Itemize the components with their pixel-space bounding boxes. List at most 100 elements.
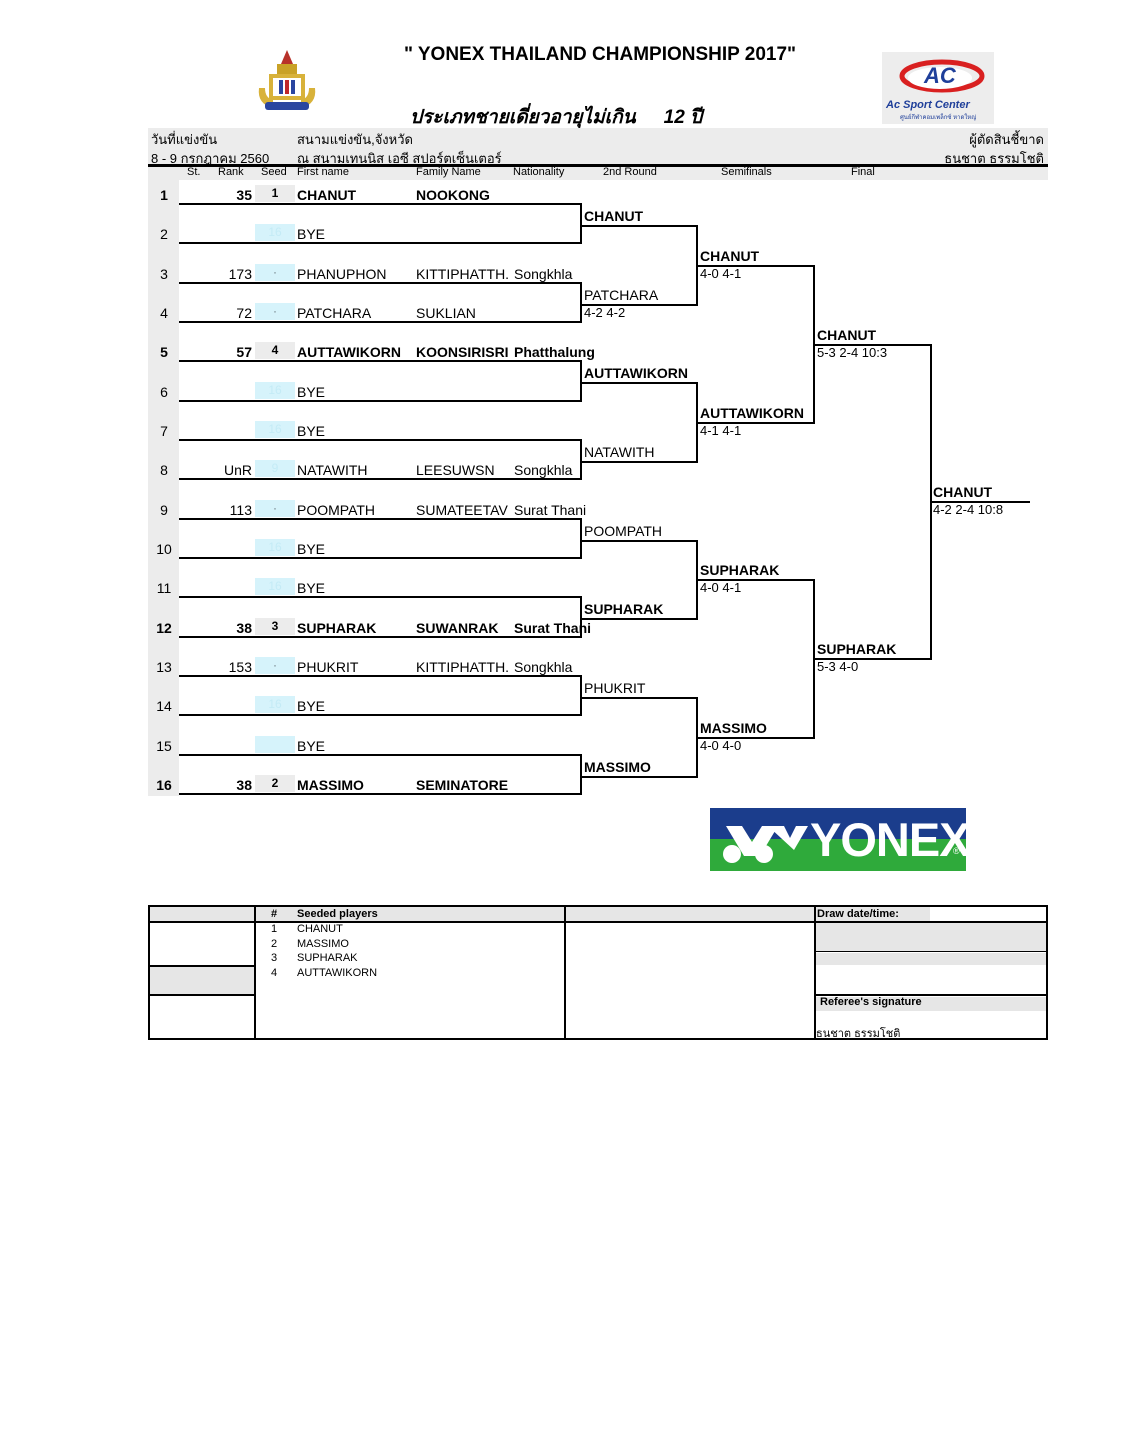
draw-line	[582, 776, 698, 778]
draw-line	[698, 579, 815, 581]
ac-logo-caption: Ac Sport Center	[886, 99, 970, 111]
round2-winner: CHANUT	[584, 208, 644, 224]
draw-line	[582, 618, 698, 620]
player-first-name: CHANUT	[297, 187, 357, 203]
draw-line	[582, 304, 698, 306]
col-header-st: St.	[187, 166, 201, 178]
quarterfinal-winner: AUTTAWIKORN	[700, 405, 804, 421]
player-first-name: BYE	[297, 580, 326, 596]
draw-line	[179, 714, 582, 716]
bracket-connector	[580, 360, 582, 402]
draw-position: 14	[156, 698, 172, 714]
player-seed: 16	[255, 421, 295, 438]
round2-winner: PHUKRIT	[584, 680, 646, 696]
draw-position: 9	[160, 502, 168, 518]
col-header-nationality: Nationality	[513, 166, 565, 178]
referee-signature-name: ธนชาต ธรรมโชติ	[816, 1028, 901, 1040]
player-nationality: Songkhla	[514, 659, 573, 675]
player-family-name: KITTIPHATTH.	[416, 266, 510, 282]
player-seed: 9	[255, 460, 295, 477]
ac-logo-small-text: ศูนย์กีฬาคอมเพล็กซ์ หาดใหญ่	[900, 115, 977, 121]
bracket-connector	[580, 675, 582, 716]
seed-table-title: Seeded players	[297, 908, 378, 920]
player-family-name: NOOKONG	[416, 187, 490, 203]
player-first-name: SUPHARAK	[297, 620, 377, 636]
bracket-connector	[813, 579, 815, 739]
player-family-name: LEESUWSN	[416, 462, 495, 478]
player-first-name: BYE	[297, 384, 326, 400]
draw-position: 11	[156, 580, 172, 596]
round2-winner: POOMPATH	[584, 523, 663, 539]
draw-position: 13	[156, 659, 172, 675]
player-first-name: MASSIMO	[297, 777, 364, 793]
player-nationality: Surat Thani	[514, 502, 587, 518]
champion-name: CHANUT	[933, 484, 993, 500]
draw-line	[179, 360, 582, 362]
player-first-name: PATCHARA	[297, 305, 372, 321]
champion-score: 4-2 2-4 10:8	[933, 502, 1004, 517]
player-rank: 113	[229, 502, 252, 518]
seed-table-hash: #	[271, 908, 278, 920]
col-header-final: Final	[851, 166, 875, 178]
player-rank: 35	[236, 187, 252, 203]
seed-player-name: AUTTAWIKORN	[297, 966, 378, 979]
col-header-rank: Rank	[218, 166, 244, 178]
player-nationality: Phatthalung	[514, 344, 595, 360]
draw-line	[698, 737, 815, 739]
player-seed: 16	[255, 578, 295, 595]
round2-winner: MASSIMO	[584, 759, 651, 775]
draw-line	[179, 282, 582, 284]
semifinal-score: 5-3 2-4 10:3	[817, 345, 888, 360]
round2-winner: AUTTAWIKORN	[584, 365, 688, 381]
quarterfinal-winner: SUPHARAK	[700, 562, 780, 578]
round2-score: 4-2 4-2	[584, 305, 626, 320]
player-rank: 57	[236, 344, 252, 360]
draw-line	[179, 478, 582, 480]
player-nationality: Songkhla	[514, 266, 573, 282]
draw-position: 5	[160, 344, 168, 360]
player-seed: 2	[255, 775, 295, 792]
yonex-logo: YONEX ®	[710, 808, 966, 871]
draw-line	[698, 265, 815, 267]
bracket-connector	[580, 203, 582, 244]
draw-date-label: Draw date/time:	[817, 908, 899, 920]
draw-line	[582, 382, 698, 384]
player-seed: ·	[255, 657, 295, 674]
player-seed	[255, 736, 295, 753]
player-rank: UnR	[223, 462, 252, 478]
player-family-name: SUKLIAN	[416, 305, 476, 321]
tournament-title: " YONEX THAILAND CHAMPIONSHIP 2017"	[403, 44, 797, 65]
seed-player-name: MASSIMO	[297, 937, 349, 950]
draw-line	[179, 675, 582, 677]
player-rank: 153	[228, 659, 252, 675]
referee-label: ผู้ตัดสินชี้ขาด	[969, 132, 1044, 147]
bracket-connector	[696, 540, 698, 620]
bracket-connector	[580, 282, 582, 323]
venue-label: สนามแข่งขัน,จังหวัด	[297, 132, 413, 147]
semifinal-score: 5-3 4-0	[817, 659, 859, 674]
bracket-connector	[580, 596, 582, 638]
player-family-name: SUMATEETAV	[416, 502, 508, 518]
player-first-name: AUTTAWIKORN	[297, 344, 401, 360]
bracket-connector	[813, 265, 815, 424]
draw-line	[698, 422, 815, 424]
player-first-name: BYE	[297, 226, 326, 242]
player-rank: 173	[228, 266, 252, 282]
venue-value: ณ สนามเทนนิส เอซี สปอร์ตเซ็นเตอร์	[297, 151, 502, 166]
col-header-seed: Seed	[261, 166, 287, 178]
date-value: 8 - 9 กรกฎาคม 2560	[151, 151, 270, 166]
date-label: วันที่แข่งขัน	[151, 132, 218, 147]
ac-sport-center-logo: AC Ac Sport Center ศูนย์กีฬาคอมเพล็กซ์ ห…	[882, 52, 994, 124]
draw-line	[179, 557, 582, 559]
player-family-name: SEMINATORE	[416, 777, 509, 793]
draw-number-strip	[148, 180, 179, 796]
draw-line	[179, 636, 582, 638]
draw-position: 8	[160, 462, 168, 478]
round2-winner: NATAWITH	[584, 444, 655, 460]
draw-line	[932, 501, 1030, 503]
ac-logo-letters: AC	[924, 63, 956, 88]
player-seed: 16	[255, 224, 295, 241]
quarterfinal-winner: MASSIMO	[700, 720, 767, 736]
draw-position: 2	[160, 226, 168, 242]
